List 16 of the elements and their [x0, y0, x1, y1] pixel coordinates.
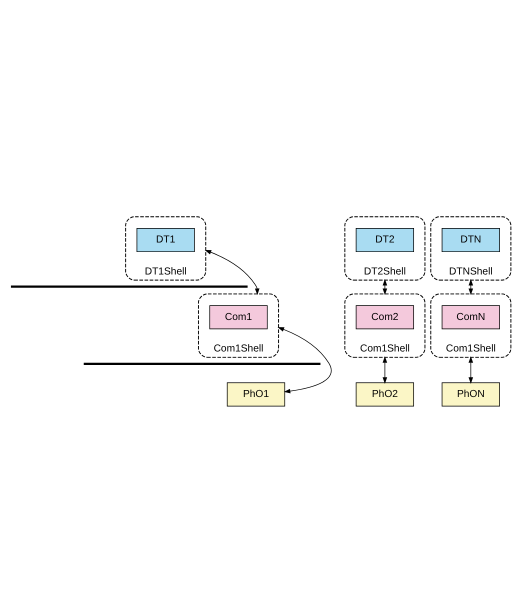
node-box: DT2: [356, 228, 414, 252]
node-box: Com2: [356, 304, 414, 329]
node-box: DT1: [136, 228, 195, 252]
node-box: PhON: [442, 382, 500, 406]
arrow: [382, 356, 388, 384]
arrow: [278, 326, 332, 393]
arrow: [204, 249, 260, 295]
node-bar: [10, 285, 248, 288]
node-box: PhO2: [356, 382, 414, 406]
node-box: PhO1: [226, 382, 286, 406]
arrow: [468, 356, 474, 384]
node-box: Com1: [209, 304, 268, 329]
arrow: [382, 278, 388, 295]
node-box: ComN: [442, 304, 500, 329]
node-bar: [84, 362, 320, 364]
node-box: DTN: [442, 228, 500, 252]
